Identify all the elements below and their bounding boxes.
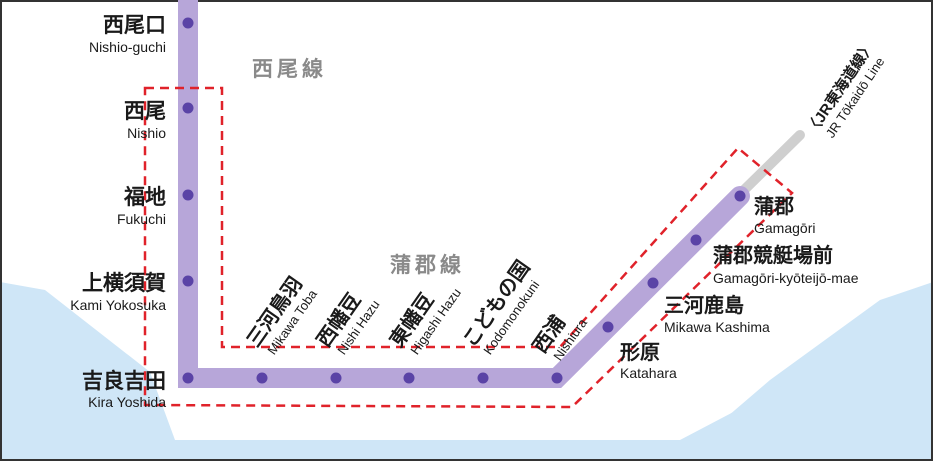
- station-label-kamiyokosuka[interactable]: 上横須賀 Kami Yokosuka: [70, 271, 166, 313]
- station-dot-fukuchi[interactable]: [182, 189, 194, 201]
- station-name-en: Mikawa Kashima: [664, 319, 770, 335]
- station-name-en: Nishio-guchi: [89, 39, 166, 55]
- station-name-jp: 形原: [620, 340, 660, 364]
- nishio-line-label: 西尾線: [252, 57, 327, 81]
- gamagori-line-label: 蒲郡線: [390, 253, 465, 277]
- station-label-katahara[interactable]: 形原 Katahara: [620, 340, 677, 381]
- station-dot-katahara[interactable]: [602, 321, 614, 333]
- station-dot-nishio[interactable]: [182, 102, 194, 114]
- station-label-nishio[interactable]: 西尾 Nishio: [124, 99, 166, 141]
- station-label-kyoteijomae[interactable]: 蒲郡競艇場前 Gamagōri-kyōteijō-mae: [713, 243, 859, 286]
- station-label-higashihazu[interactable]: 東幡豆 Higashi Hazu: [385, 271, 464, 361]
- station-dot-kyoteijomae[interactable]: [690, 234, 702, 246]
- station-dot-nishiura[interactable]: [551, 372, 563, 384]
- station-dot-mikawakashima[interactable]: [647, 277, 659, 289]
- station-name-jp: 蒲郡競艇場前: [713, 243, 833, 267]
- station-name-en: Gamagōri-kyōteijō-mae: [713, 270, 859, 286]
- station-name-jp: 上横須賀: [82, 271, 166, 295]
- station-dot-mikawatoba[interactable]: [256, 372, 268, 384]
- station-name-en: Nishio: [127, 125, 166, 141]
- station-dot-gamagori[interactable]: [734, 190, 746, 202]
- meitetsu-route-line: [178, 0, 750, 388]
- station-name-jp: 吉良吉田: [82, 369, 166, 393]
- station-dots: [182, 17, 746, 384]
- station-label-gamagori[interactable]: 蒲郡 Gamagōri: [754, 194, 815, 236]
- station-label-kirayoshida[interactable]: 吉良吉田 Kira Yoshida: [82, 369, 166, 410]
- station-name-jp: 福地: [123, 185, 166, 209]
- station-name-jp: 三河鹿島: [664, 293, 744, 317]
- station-name-en: Fukuchi: [117, 211, 166, 227]
- station-name-jp: 蒲郡: [754, 194, 794, 218]
- station-label-fukuchi[interactable]: 福地 Fukuchi: [117, 185, 166, 227]
- station-dot-kirayoshida[interactable]: [182, 372, 194, 384]
- station-label-nishioguchi[interactable]: 西尾口 Nishio-guchi: [89, 13, 166, 55]
- station-dot-nishihazu[interactable]: [330, 372, 342, 384]
- station-label-nishiura[interactable]: 西浦 Nishiura: [528, 301, 591, 367]
- station-name-en: Kami Yokosuka: [70, 297, 166, 313]
- station-name-jp: 西尾: [124, 99, 166, 123]
- station-label-nishihazu[interactable]: 西幡豆 Nishi Hazu: [312, 283, 383, 361]
- station-name-en: Kira Yoshida: [88, 394, 166, 410]
- station-dot-kodomonokuni[interactable]: [477, 372, 489, 384]
- station-dot-higashihazu[interactable]: [403, 372, 415, 384]
- jr-tokaido-label: 〈JR東海道線〉 JR Tōkaidō Line: [802, 38, 887, 141]
- jr-tokaido-line: [737, 130, 805, 197]
- station-label-mikawakashima[interactable]: 三河鹿島 Mikawa Kashima: [664, 293, 770, 335]
- sea-area-right: [640, 300, 933, 461]
- station-dot-nishioguchi[interactable]: [182, 17, 194, 29]
- station-name-en: Gamagōri: [754, 220, 815, 236]
- station-name-jp: 西尾口: [103, 13, 166, 37]
- station-name-en: Katahara: [620, 365, 677, 381]
- station-dot-kamiyokosuka[interactable]: [182, 275, 194, 287]
